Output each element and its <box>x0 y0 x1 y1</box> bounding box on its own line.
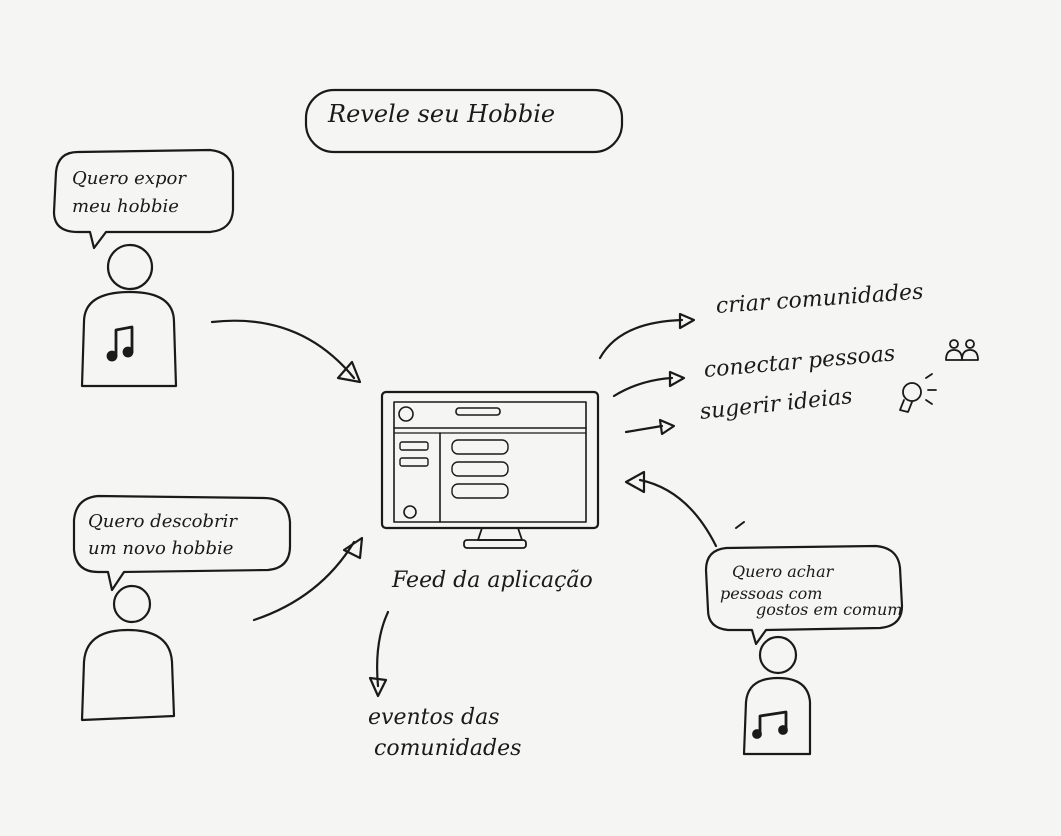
bubble-mid-left-line-1: Quero descobrir <box>88 511 237 532</box>
bubble-mid-left-line-2: um novo hobbie <box>88 538 234 559</box>
arrow-feed-to-conectar <box>612 376 674 398</box>
arrow-feed-to-sugerir <box>624 424 664 434</box>
person-body-right <box>742 676 812 756</box>
events-label-line-1: eventos das <box>368 705 500 730</box>
bubble-right-line-1: Quero achar <box>732 562 834 581</box>
arrow-top-left-to-feed <box>210 319 356 380</box>
person-head-right <box>758 635 798 675</box>
music-note-icon-right <box>752 710 788 739</box>
arrow-mid-left-to-feed <box>252 540 356 622</box>
bubble-top-left-line-1: Quero expor <box>72 168 186 189</box>
person-body-mid-left <box>80 628 176 722</box>
speech-bubble-mid-left <box>72 494 292 592</box>
bubble-right-line-2: pessoas com <box>720 584 823 603</box>
person-head-top-left <box>106 243 154 291</box>
arrow-right-to-feed <box>638 478 718 548</box>
feed-label: Feed da aplicação <box>392 568 593 593</box>
person-head-mid-left <box>112 584 152 624</box>
monitor-feed-illustration <box>380 390 600 549</box>
people-icon <box>945 339 979 361</box>
speech-bubble-right <box>704 544 904 646</box>
bubble-right-line-3: gostos em comum <box>756 600 903 619</box>
bubble-top-left-line-2: meu hobbie <box>72 196 179 217</box>
events-label-line-2: comunidades <box>374 736 522 761</box>
arrow-feed-to-criar <box>598 318 684 360</box>
music-note-icon <box>106 325 134 362</box>
person-body-top-left <box>80 290 178 388</box>
title-label: Revele seu Hobbie <box>328 100 556 128</box>
speech-bubble-top-left <box>52 148 235 250</box>
lightbulb-icon <box>899 373 937 413</box>
title-box <box>304 88 624 154</box>
arrow-feed-to-eventos <box>376 610 390 688</box>
